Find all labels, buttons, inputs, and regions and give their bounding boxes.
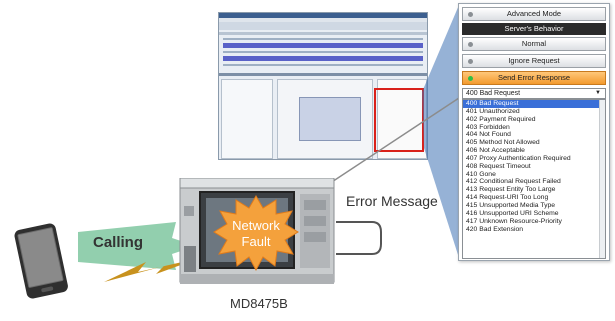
status-option[interactable]: 410 Gone: [466, 170, 496, 178]
radio-dot-icon: [468, 42, 473, 47]
radio-dot-icon: [468, 76, 473, 81]
radio-dot-icon: [468, 12, 473, 17]
lightning-bolt: [104, 258, 200, 282]
status-code-list[interactable]: 400 Bad Request 401 Unauthorized 402 Pay…: [462, 99, 606, 259]
calling-arrow: [78, 222, 196, 270]
screenshot-menubar: [219, 18, 427, 22]
network-fault-burst: Network Fault: [213, 195, 299, 272]
screenshot-dialog: [299, 97, 361, 141]
screenshot-row: [223, 38, 423, 40]
status-option[interactable]: 405 Method Not Allowed: [466, 139, 540, 147]
ignore-request-label: Ignore Request: [508, 56, 560, 65]
status-option[interactable]: 413 Request Entity Too Large: [466, 186, 556, 194]
status-option[interactable]: 403 Forbidden: [466, 123, 510, 131]
status-option[interactable]: 417 Unknown Resource-Priority: [466, 217, 562, 225]
status-option[interactable]: 401 Unauthorized: [466, 107, 520, 115]
status-option[interactable]: 415 Unsupported Media Type: [466, 201, 556, 209]
status-option[interactable]: 412 Conditional Request Failed: [466, 178, 561, 186]
status-option[interactable]: 420 Bad Extension: [466, 225, 524, 233]
send-error-response-label: Send Error Response: [497, 73, 571, 82]
list-scrollbar[interactable]: [599, 100, 605, 258]
zoom-projection: [422, 5, 459, 258]
status-select-value: 400 Bad Request: [466, 90, 521, 97]
screenshot-row: [223, 51, 423, 53]
status-option[interactable]: 402 Payment Required: [466, 115, 536, 123]
phone-icon: [14, 223, 68, 299]
radio-dot-icon: [468, 59, 473, 64]
status-option[interactable]: 406 Not Acceptable: [466, 147, 525, 155]
normal-button[interactable]: Normal: [462, 37, 606, 51]
burst-text-line1: Network: [232, 218, 280, 233]
screenshot-property-pane: [221, 79, 273, 159]
section-header: Server's Behavior: [462, 23, 606, 35]
status-option[interactable]: 416 Unsupported URI Scheme: [466, 209, 559, 217]
send-error-response-button[interactable]: Send Error Response: [462, 71, 606, 85]
cable-loop: [336, 221, 382, 255]
screenshot-toolbar: [219, 22, 427, 30]
screenshot-selected-row: [223, 56, 423, 61]
error-message-label: Error Message: [346, 193, 438, 209]
screenshot-table-header: [219, 32, 427, 35]
burst-text-line2: Fault: [242, 234, 271, 249]
status-option[interactable]: 414 Request-URI Too Long: [466, 194, 549, 202]
software-screenshot: [218, 12, 428, 160]
status-option[interactable]: 404 Not Found: [466, 131, 511, 139]
advanced-mode-button[interactable]: Advanced Mode: [462, 7, 606, 21]
screenshot-row: [223, 64, 423, 66]
chevron-down-icon: ▼: [595, 90, 601, 96]
ignore-request-button[interactable]: Ignore Request: [462, 54, 606, 68]
burst-shape: [213, 195, 299, 272]
screenshot-splitter: [219, 73, 427, 76]
calling-label: Calling: [93, 234, 144, 251]
screenshot-titlebar: [219, 13, 427, 18]
screenshot-selected-row: [223, 43, 423, 48]
device-label: MD8475B: [230, 296, 288, 311]
status-code-select[interactable]: 400 Bad Request ▼: [462, 88, 606, 99]
normal-label: Normal: [521, 39, 547, 48]
screenshot-behavior-pane: [377, 79, 427, 159]
status-option[interactable]: 408 Request Timeout: [466, 162, 531, 170]
server-behavior-panel: Advanced Mode Server's Behavior Normal I…: [458, 3, 610, 261]
status-option[interactable]: 400 Bad Request: [463, 100, 605, 108]
status-option[interactable]: 407 Proxy Authentication Required: [466, 154, 571, 162]
advanced-mode-label: Advanced Mode: [506, 9, 562, 18]
